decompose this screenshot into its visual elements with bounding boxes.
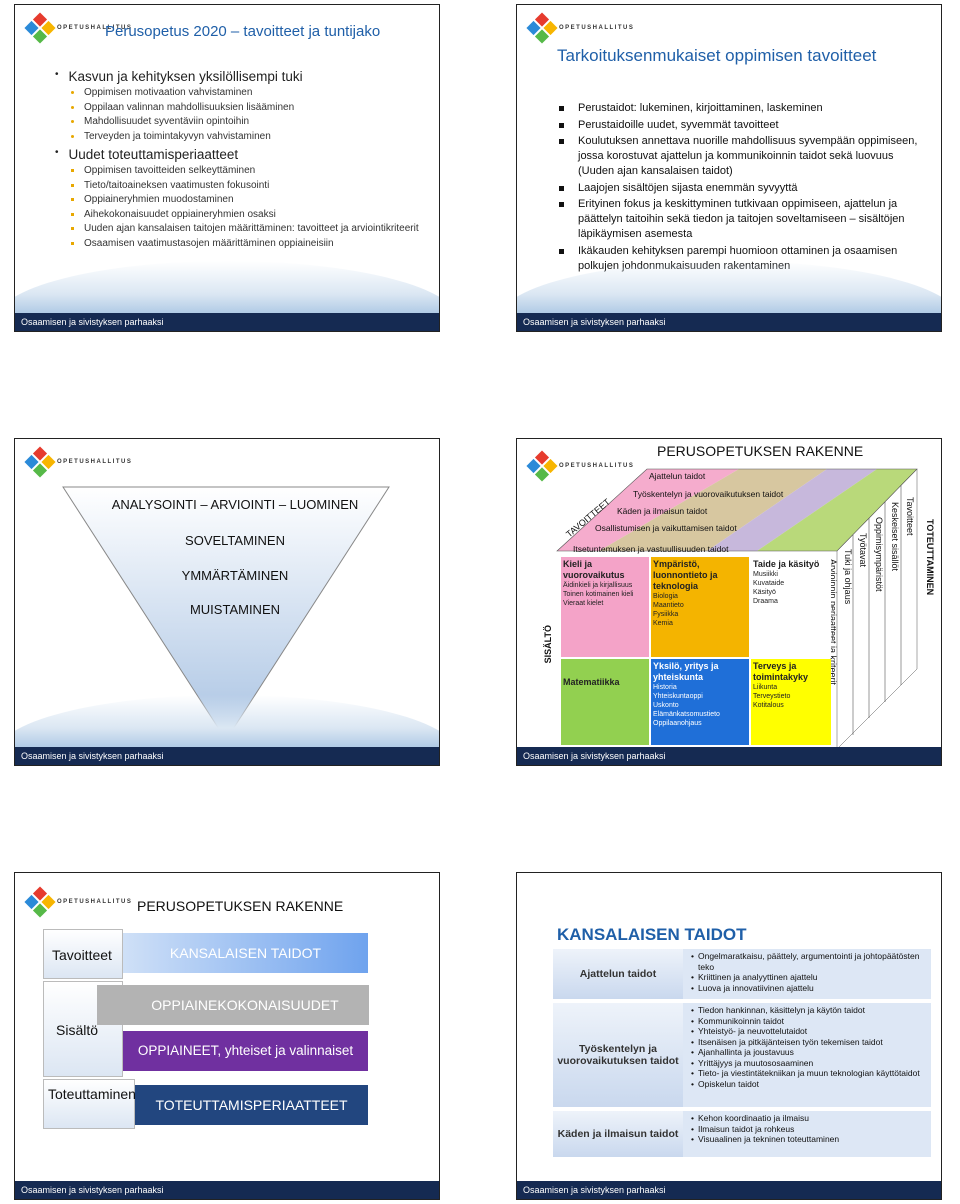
logo-mark-icon	[24, 446, 56, 478]
structure-bar: TOTEUTTAMISPERIAATTEET	[135, 1085, 368, 1125]
skill-row: Ajattelun taidot •Ongelmaratkaisu, päätt…	[553, 949, 931, 999]
slide-3: OPETUSHALLITUS ANALYSOINTI – ARVIOINTI –…	[14, 438, 440, 766]
logo: OPETUSHALLITUS	[24, 12, 133, 44]
cube-band: Itsetuntemuksen ja vastuullisuuden taido…	[573, 544, 729, 554]
list-item: Oppiaineryhmien muodostaminen	[71, 193, 425, 208]
structure-label: Tavoitteet	[43, 929, 123, 979]
logo-text: OPETUSHALLITUS	[559, 463, 635, 469]
slide-footer: Osaamisen ja sivistyksen parhaaksi	[517, 1181, 941, 1199]
cube-side-label: Tavoitteet	[905, 497, 915, 536]
list-item: Erityinen fokus ja keskittyminen tutkiva…	[559, 197, 929, 242]
cube-band: Osallistumisen ja vaikuttamisen taidot	[595, 523, 737, 533]
skill-row-items: •Kehon koordinaatio ja ilmaisu •Ilmaisun…	[691, 1113, 840, 1144]
slide-title: KANSALAISEN TAIDOT	[557, 925, 747, 944]
list-item: Tieto/taitoaineksen vaatimusten fokusoin…	[71, 179, 425, 194]
structure-bar: OPPIAINEKOKONAISUUDET	[97, 985, 369, 1025]
skill-row: Työskentelyn ja vuorovaikutuksen taidot …	[553, 1003, 931, 1107]
cube-cell: Kieli ja vuorovaikutus Äidinkieli ja kir…	[561, 557, 649, 657]
skill-row-label: Työskentelyn ja vuorovaikutuksen taidot	[553, 1003, 683, 1107]
slide-title: PERUSOPETUKSEN RAKENNE	[657, 443, 864, 459]
cube-cell: Matematiikka	[561, 659, 649, 745]
pyramid-level: YMMÄRTÄMINEN	[181, 568, 289, 583]
logo-mark-icon	[526, 12, 558, 44]
slide-footer: Osaamisen ja sivistyksen parhaaksi	[517, 313, 941, 331]
axis-label-sisalto: SISÄLTÖ	[543, 625, 553, 664]
slide-6: KANSALAISEN TAIDOT Ajattelun taidot •Ong…	[516, 872, 942, 1200]
slide-footer: Osaamisen ja sivistyksen parhaaksi	[15, 1181, 439, 1199]
axis-label-toteuttaminen: TOTEUTTAMINEN	[925, 519, 935, 596]
cube-side-label: Työtavat	[858, 533, 868, 568]
slide-footer: Osaamisen ja sivistyksen parhaaksi	[15, 747, 439, 765]
logo-text: OPETUSHALLITUS	[57, 899, 133, 905]
cube-cell: Ympäristö, luonnontieto ja teknologia Bi…	[651, 557, 749, 657]
logo: OPETUSHALLITUS	[24, 886, 133, 918]
logo: OPETUSHALLITUS	[24, 446, 133, 478]
list-item: Terveyden ja toimintakyvyn vahvistaminen	[71, 130, 425, 145]
skill-row-items: •Tiedon hankinnan, käsittelyn ja käytön …	[691, 1005, 920, 1089]
logo-mark-icon	[24, 12, 56, 44]
pyramid-level: SOVELTAMINEN	[185, 533, 285, 548]
slide-title: Tarkoituksenmukaiset oppimisen tavoittee…	[557, 46, 877, 65]
list-item: Uuden ajan kansalaisen taitojen määrittä…	[71, 222, 425, 237]
list-item: Aihekokonaisuudet oppiaineryhmien osaksi	[71, 208, 425, 223]
cube-band: Käden ja ilmaisun taidot	[617, 506, 708, 516]
structure-label: Toteuttaminen	[43, 1079, 136, 1129]
decorative-swoosh	[15, 261, 439, 321]
logo-text: OPETUSHALLITUS	[559, 25, 635, 31]
structure-bar: KANSALAISEN TAIDOT	[123, 933, 368, 973]
pyramid-level: MUISTAMINEN	[189, 602, 281, 617]
cube-band: Työskentelyn ja vuorovaikutuksen taidot	[633, 489, 784, 499]
slide-title: Perusopetus 2020 – tavoitteet ja tuntija…	[105, 23, 381, 40]
list-item: Mahdollisuudet syventäviin opintoihin	[71, 115, 425, 130]
slide-2: OPETUSHALLITUS Tarkoituksenmukaiset oppi…	[516, 4, 942, 332]
logo-mark-icon	[24, 886, 56, 918]
logo: OPETUSHALLITUS	[526, 450, 635, 482]
pyramid-triangle	[62, 486, 390, 741]
list-item: Laajojen sisältöjen sijasta enemmän syvy…	[559, 181, 929, 196]
bullet-list: Perustaidot: lukeminen, kirjoittaminen, …	[559, 101, 929, 275]
logo-text: OPETUSHALLITUS	[57, 459, 133, 465]
bullet-list: •Kasvun ja kehityksen yksilöllisempi tuk…	[55, 67, 425, 251]
section-heading: •Kasvun ja kehityksen yksilöllisempi tuk…	[55, 69, 303, 84]
cube-side-label: Arvioinnin periaatteet ja kriteerit	[828, 559, 838, 686]
logo: OPETUSHALLITUS	[526, 12, 635, 44]
cube-band: Ajattelun taidot	[649, 471, 706, 481]
slide-footer: Osaamisen ja sivistyksen parhaaksi	[15, 313, 439, 331]
list-item: Oppimisen tavoitteiden selkeyttäminen	[71, 164, 425, 179]
skill-row-items: •Ongelmaratkaisu, päättely, argumentoint…	[691, 951, 920, 993]
slide-title: PERUSOPETUKSEN RAKENNE	[137, 898, 344, 914]
cube-side-label: Oppimisympäristöt	[874, 517, 884, 592]
skill-row: Käden ja ilmaisun taidot •Kehon koordina…	[553, 1111, 931, 1157]
skill-row-label: Ajattelun taidot	[553, 949, 683, 999]
list-item: Koulutuksen annettava nuorille mahdollis…	[559, 134, 929, 179]
list-item: Perustaidot: lukeminen, kirjoittaminen, …	[559, 101, 929, 116]
slide-footer: Osaamisen ja sivistyksen parhaaksi	[517, 747, 941, 765]
slide-4: OPETUSHALLITUS PERUSOPETUKSEN RAKENNE Aj…	[516, 438, 942, 766]
logo-text: OPETUSHALLITUS	[57, 25, 133, 31]
list-item: Perustaidoille uudet, syvemmät tavoittee…	[559, 118, 929, 133]
skill-row-label: Käden ja ilmaisun taidot	[553, 1111, 683, 1157]
structure-bar: OPPIAINEET, yhteiset ja valinnaiset	[123, 1031, 368, 1071]
cube-side-label: Tuki ja ohjaus	[843, 549, 853, 605]
list-item: Osaamisen vaatimustasojen määrittäminen …	[71, 237, 425, 252]
pyramid-level: ANALYSOINTI – ARVIOINTI – LUOMINEN	[111, 497, 359, 512]
slide-5: OPETUSHALLITUS PERUSOPETUKSEN RAKENNE Ta…	[14, 872, 440, 1200]
cube-side-label: Keskeiset sisällöt	[890, 502, 900, 572]
section-heading: •Uudet toteuttamisperiaatteet	[55, 147, 239, 162]
list-item: Oppimisen motivaation vahvistaminen	[71, 86, 425, 101]
slide-1: OPETUSHALLITUS Perusopetus 2020 – tavoit…	[14, 4, 440, 332]
list-item: Oppilaan valinnan mahdollisuuksien lisää…	[71, 101, 425, 116]
